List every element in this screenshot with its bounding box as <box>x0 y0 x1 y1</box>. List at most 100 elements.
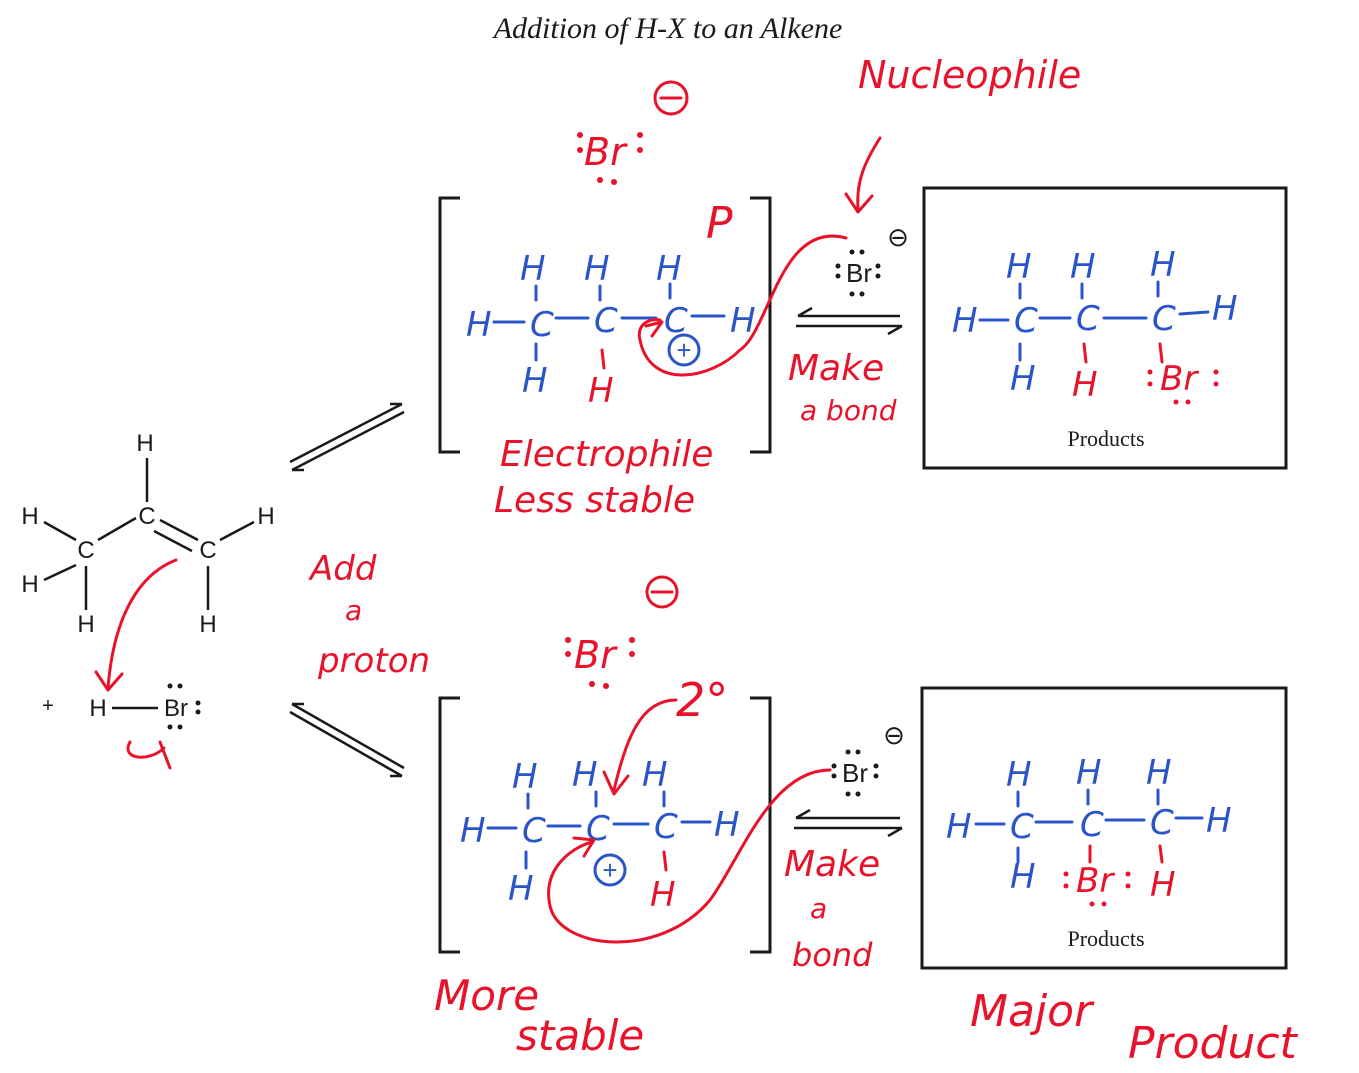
svg-text:H: H <box>1212 289 1238 329</box>
svg-text:Br: Br <box>1076 861 1115 901</box>
major-product-note: Major Product <box>970 986 1299 1069</box>
bottom-product-structure: H H H H C C C H H <box>946 753 1232 897</box>
svg-text:H: H <box>466 305 492 345</box>
svg-text:H: H <box>522 361 548 401</box>
equilibrium-arrow-top-right <box>796 306 903 336</box>
svg-text:+: + <box>602 855 617 885</box>
svg-text:H: H <box>572 755 598 795</box>
svg-text:a bond: a bond <box>800 394 897 427</box>
equilibrium-arrow-bottom <box>289 702 405 778</box>
top-product-structure: H H H H C C C H H <box>952 245 1238 399</box>
svg-text:H: H <box>952 301 978 341</box>
svg-text:proton: proton <box>317 641 430 681</box>
bottom-product-bromine: Br <box>1063 861 1131 907</box>
atom-h: H <box>21 503 38 530</box>
page-title: Addition of H-X to an Alkene <box>492 12 843 45</box>
svg-text:+: + <box>676 335 691 365</box>
atom-br: Br <box>164 695 188 722</box>
carbocation-charge-bottom: + <box>593 853 627 887</box>
bromide-ion-bottom: Br <box>565 575 679 689</box>
svg-text:⊖: ⊖ <box>887 222 909 252</box>
svg-text:C: C <box>1080 805 1104 845</box>
svg-text:H: H <box>1010 857 1036 897</box>
products-label-bottom: Products <box>1068 926 1145 951</box>
products-box-top <box>922 186 1288 470</box>
svg-text:H: H <box>1150 245 1176 285</box>
svg-text:H: H <box>584 249 610 289</box>
nucleophile-attack-arrow-bottom <box>547 768 832 944</box>
plus-sign: + <box>42 695 54 717</box>
svg-text:Less stable: Less stable <box>494 480 695 521</box>
bottom-intermediate-structure: H H H H C C C H H <box>460 755 740 909</box>
products-label-top: Products <box>1068 426 1145 451</box>
svg-text:C: C <box>1076 299 1100 339</box>
products-box-bottom <box>920 686 1288 970</box>
svg-text:Electrophile: Electrophile <box>500 434 713 475</box>
svg-text:Br: Br <box>846 258 872 288</box>
svg-text:Br: Br <box>1160 359 1199 399</box>
svg-text:stable: stable <box>516 1011 644 1060</box>
atom-h: H <box>77 611 94 638</box>
svg-text:H: H <box>656 249 682 289</box>
svg-text:H: H <box>520 249 546 289</box>
equilibrium-arrow-bottom-right <box>794 808 903 838</box>
svg-text:C: C <box>1014 301 1038 341</box>
svg-text:H: H <box>1072 365 1098 405</box>
top-intermediate-structure: H H H H C C C H H <box>466 249 756 401</box>
p-orbital-label: P <box>706 198 733 249</box>
svg-text:Make: Make <box>788 348 884 389</box>
svg-text:a: a <box>345 594 362 627</box>
svg-text:C: C <box>1150 803 1174 843</box>
add-proton-note: Add a proton <box>308 549 430 681</box>
top-product-bromine: Br <box>1147 359 1219 405</box>
svg-text:More: More <box>434 971 539 1020</box>
atom-h: H <box>89 695 106 722</box>
svg-text:bond: bond <box>792 936 873 974</box>
bottom-intermediate-brackets <box>438 696 772 954</box>
svg-text:H: H <box>946 807 972 847</box>
atom-h: H <box>199 611 216 638</box>
svg-text:H: H <box>1076 753 1102 793</box>
carbocation-charge-top: + <box>667 333 701 367</box>
svg-text:H: H <box>642 755 668 795</box>
svg-text:H: H <box>460 811 486 851</box>
hbr-reagent: + H Br <box>42 695 188 722</box>
atom-h: H <box>257 503 274 530</box>
svg-text:H: H <box>1006 247 1032 287</box>
secondary-carbocation-label: 2° <box>676 673 728 727</box>
nucleophile-label: Nucleophile <box>858 53 1081 97</box>
svg-text:C: C <box>1010 807 1034 847</box>
svg-text:H: H <box>508 869 534 909</box>
svg-text:a: a <box>810 892 827 925</box>
bromide-nucleophile-top: Br ⊖ <box>835 222 909 297</box>
propene-structure: H C H C H H C H H <box>21 430 274 638</box>
svg-text:H: H <box>1150 865 1176 905</box>
svg-text:C: C <box>530 305 554 345</box>
svg-text:Major: Major <box>970 986 1095 1037</box>
svg-text:C: C <box>1152 299 1176 339</box>
hbr-bond-arrow <box>126 740 166 759</box>
bromide-nucleophile-bottom: Br ⊖ <box>831 720 905 797</box>
svg-text:H: H <box>650 875 676 915</box>
svg-text:C: C <box>522 811 546 851</box>
pi-bond-arrow <box>106 558 178 690</box>
svg-text:⊖: ⊖ <box>883 720 905 750</box>
svg-text:H: H <box>1206 801 1232 841</box>
top-intermediate-brackets <box>438 196 772 454</box>
make-bond-note-bottom: Make a bond <box>784 844 880 974</box>
electrophile-note: Electrophile Less stable <box>494 434 713 521</box>
svg-text:H: H <box>730 301 756 341</box>
svg-text:H: H <box>1070 247 1096 287</box>
svg-text:Br: Br <box>584 130 628 174</box>
hbr-lone-pairs <box>167 683 201 730</box>
svg-text:H: H <box>512 757 538 797</box>
atom-c: C <box>138 503 155 530</box>
svg-text:H: H <box>1006 755 1032 795</box>
make-bond-note-top: Make a bond <box>788 348 897 427</box>
atom-h: H <box>21 571 38 598</box>
svg-text:H: H <box>1010 359 1036 399</box>
propene-bonds <box>43 458 255 610</box>
equilibrium-arrow-top <box>289 402 405 472</box>
atom-c: C <box>77 537 94 564</box>
